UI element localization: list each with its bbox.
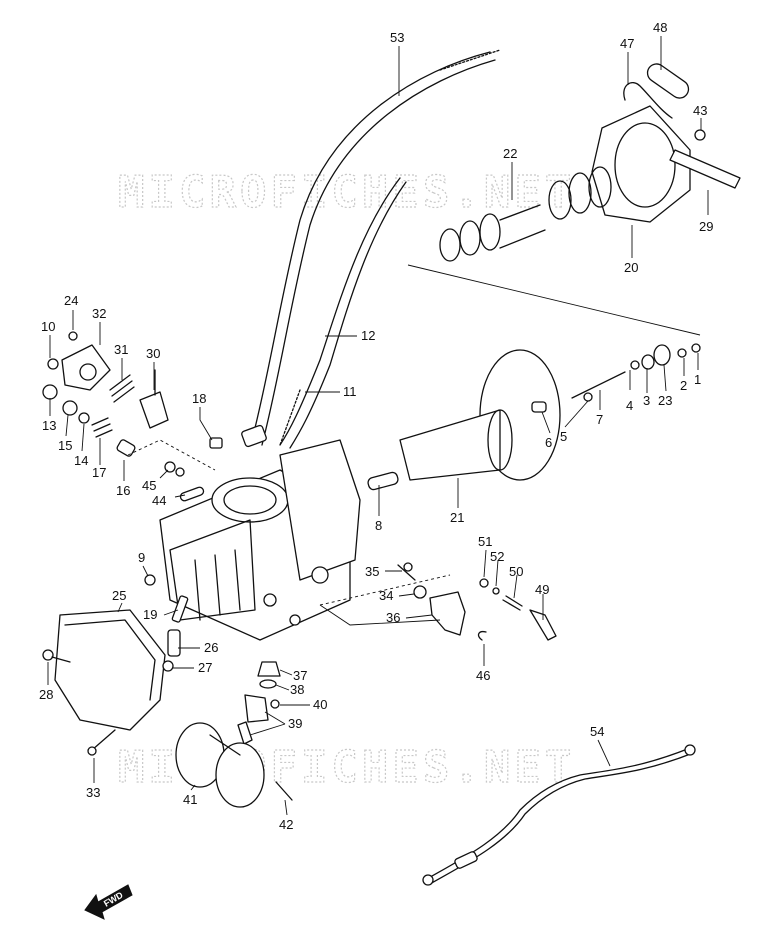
callout-52: 52 [490, 549, 504, 564]
callout-26: 26 [204, 640, 218, 655]
throttle-cable-hose [241, 49, 501, 448]
callout-30: 30 [146, 346, 160, 361]
leader-lines [47, 36, 709, 816]
callout-13: 13 [42, 418, 56, 433]
callout-15: 15 [58, 438, 72, 453]
callout-20: 20 [624, 260, 638, 275]
callout-27: 27 [198, 660, 212, 675]
callout-16: 16 [116, 483, 130, 498]
callout-32: 32 [92, 306, 106, 321]
callout-53: 53 [390, 30, 404, 45]
left-small-parts [42, 331, 216, 471]
callout-46: 46 [476, 668, 490, 683]
callout-3: 3 [643, 393, 650, 408]
callout-25: 25 [112, 588, 126, 603]
callout-47: 47 [620, 36, 634, 51]
callout-36: 36 [386, 610, 400, 625]
forward-direction-arrow: FWD [84, 884, 133, 920]
choke-cable [422, 744, 696, 886]
callout-12: 12 [361, 328, 375, 343]
float-bowl [42, 609, 166, 756]
jets [144, 574, 189, 672]
callout-43: 43 [693, 103, 707, 118]
callout-49: 49 [535, 582, 549, 597]
callout-35: 35 [365, 564, 379, 579]
callout-11: 11 [343, 384, 357, 399]
needle-parts [531, 343, 701, 413]
callout-14: 14 [74, 453, 88, 468]
callout-19: 19 [143, 607, 157, 622]
callout-22: 22 [503, 146, 517, 161]
callout-40: 40 [313, 697, 327, 712]
upper-screws [164, 437, 223, 502]
callout-37: 37 [293, 668, 307, 683]
callout-10: 10 [41, 319, 55, 334]
callout-28: 28 [39, 687, 53, 702]
callout-42: 42 [279, 817, 293, 832]
callout-41: 41 [183, 792, 197, 807]
callout-48: 48 [653, 20, 667, 35]
watermark-top: MICROFICHES.NET [118, 167, 575, 218]
callout-4: 4 [626, 398, 633, 413]
callout-34: 34 [379, 588, 393, 603]
callout-17: 17 [92, 465, 106, 480]
callout-6: 6 [545, 435, 552, 450]
choke-parts [319, 562, 557, 641]
vacuum-piston [367, 349, 561, 491]
callout-2: 2 [680, 378, 687, 393]
diaphragm-spring [439, 166, 612, 262]
callout-18: 18 [192, 391, 206, 406]
fuel-hoses [279, 177, 407, 449]
callout-9: 9 [138, 550, 145, 565]
callout-31: 31 [114, 342, 128, 357]
carburetor-body [159, 439, 361, 641]
callout-5: 5 [560, 429, 567, 444]
callout-33: 33 [86, 785, 100, 800]
callout-23: 23 [658, 393, 672, 408]
callout-51: 51 [478, 534, 492, 549]
callout-21: 21 [450, 510, 464, 525]
callout-44: 44 [152, 493, 166, 508]
callout-7: 7 [596, 412, 603, 427]
callout-54: 54 [590, 724, 604, 739]
callout-29: 29 [699, 219, 713, 234]
callout-1: 1 [694, 372, 701, 387]
callout-39: 39 [288, 716, 302, 731]
cover-assembly [591, 63, 741, 223]
callout-50: 50 [509, 564, 523, 579]
callout-24: 24 [64, 293, 78, 308]
callout-8: 8 [375, 518, 382, 533]
callout-38: 38 [290, 682, 304, 697]
callout-45: 45 [142, 478, 156, 493]
callout-labels: 53 48 47 43 22 29 20 24 32 10 31 30 12 1… [39, 20, 713, 832]
float-parts [175, 661, 293, 808]
